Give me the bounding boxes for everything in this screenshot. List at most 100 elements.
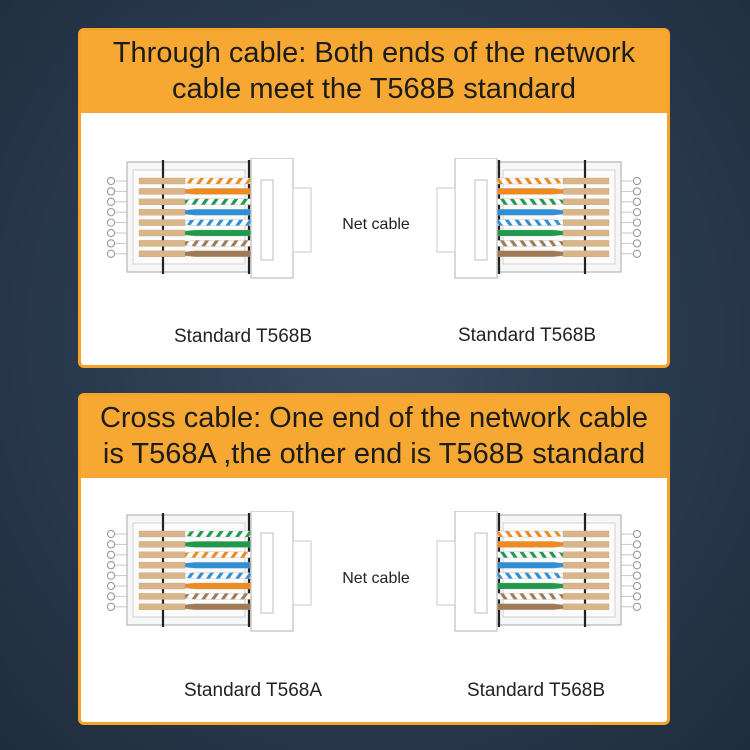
boot-slot: [260, 179, 274, 261]
wire-conductor-2: [562, 541, 610, 548]
left-rj45-connector-t568b: [106, 158, 312, 279]
wire-conductor-2: [562, 188, 610, 195]
pin-contact-6: [632, 228, 642, 238]
wire-white-orange-1: [184, 177, 254, 185]
wire-green-2: [184, 541, 254, 548]
wire-white-green-1: [184, 530, 254, 538]
left-rj45-connector-t568a: [106, 511, 312, 632]
wire-conductor-4: [138, 209, 186, 216]
cross-cable-diagram: Net cable Standard T568A Standard T568B: [81, 478, 667, 722]
pin-contact-3: [106, 550, 116, 559]
pin-contact-4: [632, 561, 642, 570]
pin-contact-1: [632, 176, 642, 186]
pin-contact-8: [632, 249, 642, 258]
cross-cable-panel: Cross cable: One end of the network cabl…: [78, 393, 670, 725]
wire-white-green-3: [184, 198, 254, 205]
pin-contact-4: [106, 208, 116, 217]
left-standard-label: Standard T568A: [183, 680, 323, 701]
pin-contact-8: [106, 602, 116, 611]
wire-blue-4: [184, 562, 254, 569]
boot-slot: [474, 532, 488, 614]
net-cable-label: Net cable: [342, 570, 410, 587]
pin-contact-8: [632, 602, 642, 611]
pin-contact-4: [106, 561, 116, 570]
pin-contact-2: [632, 187, 642, 196]
cable-stub: [436, 540, 456, 606]
pin-contact-3: [632, 197, 642, 206]
wire-conductor-3: [138, 198, 186, 205]
right-standard-label: Standard T568B: [457, 325, 597, 346]
pin-contact-5: [106, 571, 116, 580]
wire-white-brown-7: [184, 593, 254, 600]
pin-contact-7: [632, 239, 642, 248]
cross-cable-title-line-2: is T568A ,the other end is T568B standar…: [102, 438, 646, 470]
pin-contact-2: [106, 540, 116, 549]
boot-slot: [474, 179, 488, 261]
pin-contact-5: [106, 218, 116, 227]
wire-conductor-8: [138, 250, 186, 258]
wire-conductor-7: [562, 240, 610, 247]
wire-white-brown-7: [494, 240, 564, 247]
net-cable-label: Net cable: [342, 216, 410, 233]
wire-conductor-5: [562, 572, 610, 579]
pin-contact-3: [632, 550, 642, 559]
wire-blue-4: [494, 209, 564, 216]
wire-white-orange-1: [494, 530, 564, 538]
pin-contact-1: [106, 176, 116, 186]
cable-stub: [292, 187, 312, 253]
wire-conductor-2: [138, 541, 186, 548]
wire-orange-2: [494, 188, 564, 195]
pin-contact-6: [632, 581, 642, 591]
wire-conductor-4: [138, 562, 186, 569]
cable-stub: [436, 187, 456, 253]
wire-conductor-4: [562, 562, 610, 569]
wire-conductor-5: [138, 572, 186, 579]
pin-contact-6: [106, 581, 116, 591]
wire-conductor-4: [562, 209, 610, 216]
wire-white-orange-1: [494, 177, 564, 185]
pin-contact-1: [106, 529, 116, 539]
wire-conductor-8: [562, 250, 610, 258]
pin-contact-3: [106, 197, 116, 206]
pin-contact-5: [632, 571, 642, 580]
wire-white-brown-7: [184, 240, 254, 247]
wire-brown-8: [494, 250, 564, 257]
wire-green-6: [494, 582, 564, 590]
cable-stub: [292, 540, 312, 606]
right-rj45-connector-t568b: [436, 511, 642, 632]
wire-white-blue-5: [184, 219, 254, 226]
pin-contact-1: [632, 529, 642, 539]
pin-contact-6: [106, 228, 116, 238]
wire-white-blue-5: [184, 572, 254, 579]
pin-contact-7: [106, 239, 116, 248]
left-standard-label: Standard T568B: [173, 326, 313, 347]
right-rj45-connector-t568b: [436, 158, 642, 279]
wire-orange-2: [494, 541, 564, 548]
wire-conductor-1: [138, 177, 186, 185]
pin-contact-2: [632, 540, 642, 549]
wire-conductor-3: [138, 551, 186, 558]
wire-conductor-8: [562, 603, 610, 611]
through-cable-title-line-2: cable meet the T568B standard: [171, 73, 577, 105]
wire-conductor-6: [138, 229, 186, 237]
wire-conductor-6: [562, 582, 610, 590]
wire-orange-6: [184, 582, 254, 590]
wire-green-6: [494, 229, 564, 237]
boot-slot: [260, 532, 274, 614]
wire-green-6: [184, 229, 254, 237]
wire-white-blue-5: [494, 219, 564, 226]
wire-conductor-1: [562, 177, 610, 185]
wire-brown-8: [184, 603, 254, 610]
through-cable-title: Through cable: Both ends of the network …: [81, 31, 667, 113]
wire-white-orange-3: [184, 551, 254, 558]
right-standard-label: Standard T568B: [466, 680, 606, 701]
wire-conductor-6: [562, 229, 610, 237]
wire-conductor-2: [138, 188, 186, 195]
wire-blue-4: [494, 562, 564, 569]
cross-cable-title: Cross cable: One end of the network cabl…: [81, 396, 667, 478]
wire-white-green-3: [494, 198, 564, 205]
wire-orange-2: [184, 188, 254, 195]
wire-white-blue-5: [494, 572, 564, 579]
wire-white-green-3: [494, 551, 564, 558]
